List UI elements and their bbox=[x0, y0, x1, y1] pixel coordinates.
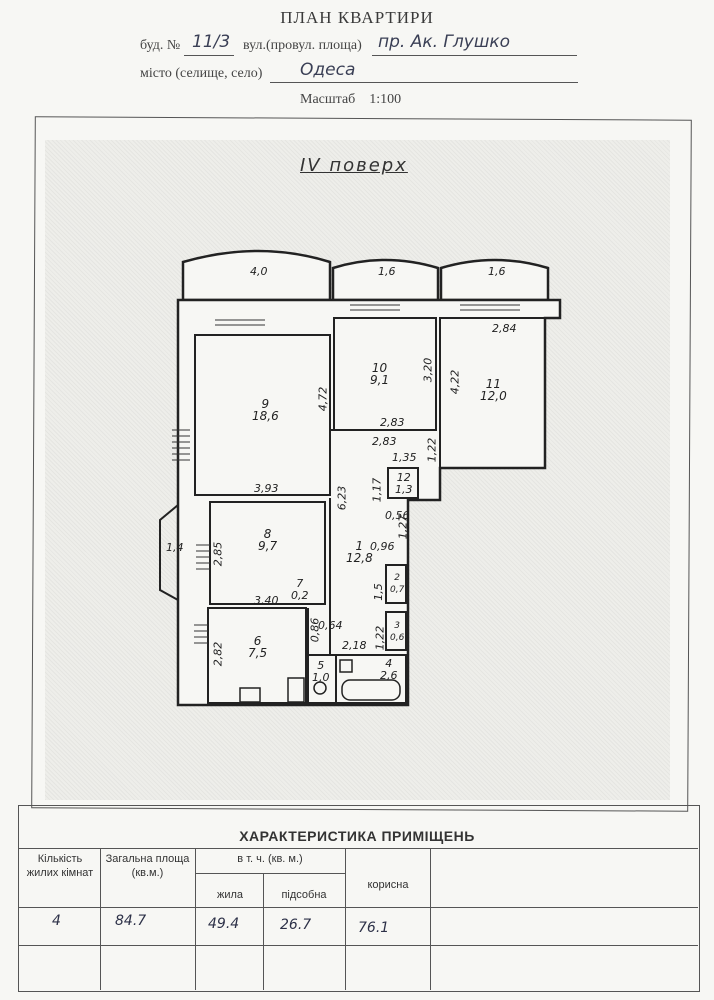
table-line bbox=[430, 848, 431, 990]
dim-label: 1,22 bbox=[373, 625, 387, 651]
room-12-walls bbox=[387, 467, 419, 499]
dim-label: 2,18 bbox=[342, 639, 367, 652]
window-balcony-middle bbox=[350, 304, 400, 311]
dim-label: 2,85 bbox=[211, 541, 225, 567]
dim-label: 3,93 bbox=[254, 482, 279, 495]
sink-icon bbox=[339, 659, 353, 673]
building-number: 11/3 bbox=[192, 32, 231, 52]
characteristics-table bbox=[18, 805, 700, 992]
dim-label: 2,84 bbox=[492, 322, 517, 335]
balcony-left bbox=[181, 249, 332, 302]
dim-label: 0,56 bbox=[385, 509, 410, 522]
window-balcony-left bbox=[215, 319, 265, 326]
dim-label: 1,4 bbox=[166, 541, 184, 554]
table-line bbox=[18, 848, 698, 849]
header-rooms: Кількість жилих кімнат bbox=[26, 853, 94, 879]
table-line bbox=[263, 873, 264, 990]
city-underline bbox=[270, 82, 578, 83]
dim-label: 3,20 bbox=[421, 357, 435, 383]
stove-icon bbox=[239, 687, 261, 703]
dim-label: 1,27 bbox=[396, 514, 410, 540]
table-line bbox=[100, 848, 101, 990]
scale-value: 1:100 bbox=[369, 92, 402, 107]
room-11-walls bbox=[439, 317, 546, 469]
room-2-walls bbox=[385, 564, 407, 604]
building-label: буд. № bbox=[140, 38, 181, 53]
table-line bbox=[195, 873, 345, 874]
corridor-walls bbox=[307, 429, 436, 655]
table-title: ХАРАКТЕРИСТИКА ПРИМІЩЕНЬ bbox=[239, 828, 475, 844]
floor-label: IV поверх bbox=[300, 155, 408, 176]
dim-label: 6,23 bbox=[335, 485, 349, 511]
value-auxiliary: 26.7 bbox=[280, 917, 312, 933]
dim-label: 3,40 bbox=[254, 594, 279, 607]
building-underline bbox=[184, 55, 234, 56]
value-rooms: 4 bbox=[52, 913, 61, 929]
dim-label: 2,82 bbox=[211, 641, 225, 667]
window-room-6 bbox=[194, 624, 208, 644]
room-6-walls bbox=[207, 607, 307, 704]
window-balcony-right bbox=[460, 304, 520, 311]
city-label: місто (селище, село) bbox=[140, 66, 263, 81]
bay-window bbox=[159, 504, 179, 601]
dim-label: 4,72 bbox=[316, 386, 330, 412]
dim-label: 1,35 bbox=[392, 451, 417, 464]
toilet-icon bbox=[313, 681, 327, 695]
scale-label: Масштаб bbox=[300, 92, 356, 107]
dim-label: 1,5 bbox=[371, 583, 385, 601]
street-label: вул.(провул. площа) bbox=[243, 38, 362, 53]
city-value: Одеса bbox=[300, 60, 356, 80]
window-room-9 bbox=[172, 429, 190, 461]
dim-label: 1,17 bbox=[370, 477, 384, 503]
document-title: ПЛАН КВАРТИРИ bbox=[280, 8, 434, 27]
dim-label: 0,64 bbox=[318, 619, 343, 632]
kitchen-sink-icon bbox=[287, 677, 305, 703]
bathtub-icon bbox=[341, 679, 401, 701]
street-value: пр. Ак. Глушко bbox=[378, 32, 511, 52]
dim-label: 2,83 bbox=[372, 435, 397, 448]
table-line bbox=[195, 848, 196, 990]
dim-label: 2,83 bbox=[380, 416, 405, 429]
dim-label: 1,22 bbox=[425, 437, 439, 463]
header-auxiliary: підсобна bbox=[281, 889, 327, 901]
room-9-walls bbox=[194, 334, 331, 496]
header-total-area: Загальна площа (кв.м.) bbox=[105, 853, 190, 879]
window-room-8 bbox=[196, 544, 210, 570]
room-8-walls bbox=[209, 501, 326, 605]
header-useful: корисна bbox=[367, 879, 409, 891]
balcony-right bbox=[439, 258, 550, 302]
room-4-walls bbox=[335, 654, 407, 704]
street-underline bbox=[372, 55, 577, 56]
table-line bbox=[18, 945, 698, 946]
balcony-middle bbox=[331, 258, 440, 302]
value-useful: 76.1 bbox=[358, 920, 390, 936]
balcony-left-area: 4,0 bbox=[250, 265, 268, 278]
balcony-middle-area: 1,6 bbox=[378, 265, 396, 278]
value-living: 49.4 bbox=[208, 916, 240, 932]
dim-label: 0,96 bbox=[370, 540, 395, 553]
table-line bbox=[18, 907, 698, 908]
dim-label: 4,22 bbox=[448, 369, 462, 395]
header-living: жила bbox=[216, 889, 244, 901]
value-total-area: 84.7 bbox=[115, 913, 147, 929]
scale-line: Масштаб 1:100 bbox=[300, 92, 401, 108]
table-line bbox=[345, 848, 346, 990]
balcony-right-area: 1,6 bbox=[488, 265, 506, 278]
header-including: в т. ч. (кв. м.) bbox=[237, 853, 303, 865]
room-3-walls bbox=[385, 611, 407, 651]
